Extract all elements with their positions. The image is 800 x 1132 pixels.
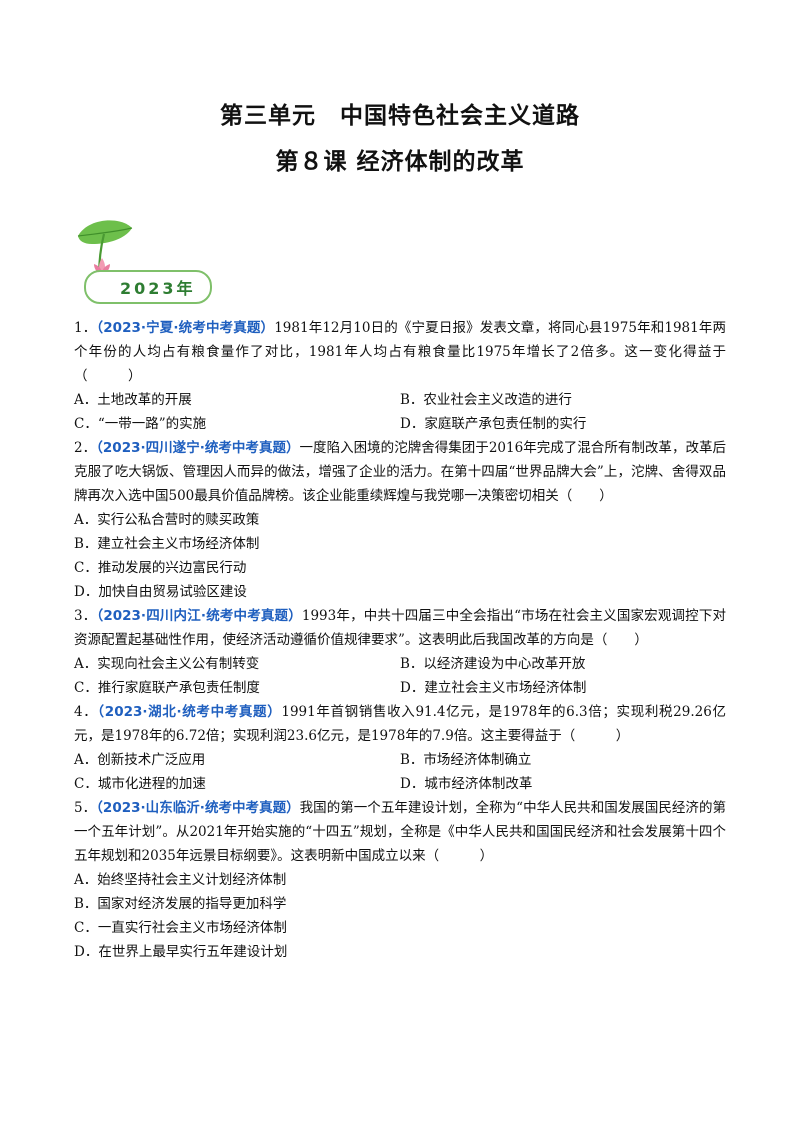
question-text: 1991年首钢销售收入91.4亿元，是1978年的6.3倍；实现利税29.26亿…	[74, 704, 726, 744]
option-b[interactable]: B．建立社会主义市场经济体制	[74, 536, 260, 552]
question-4: 4．（2023·湖北·统考中考真题）1991年首钢销售收入91.4亿元，是197…	[74, 700, 726, 796]
question-stem: 3．（2023·四川内江·统考中考真题）1993年，中共十四届三中全会指出“市场…	[74, 604, 726, 652]
question-2: 2．（2023·四川遂宁·统考中考真题）一度陷入困境的沱牌舍得集团于2016年完…	[74, 436, 726, 604]
question-source-tag: （2023·宁夏·统考中考真题）	[96, 320, 275, 336]
lesson-title: 第８课 经济体制的改革	[275, 149, 525, 175]
option-b[interactable]: B．农业社会主义改造的进行	[400, 392, 572, 408]
question-source-tag: （2023·山东临沂·统考中考真题）	[96, 800, 300, 816]
option-c[interactable]: C．推动发展的兴边富民行动	[74, 560, 247, 576]
question-stem: 2．（2023·四川遂宁·统考中考真题）一度陷入困境的沱牌舍得集团于2016年完…	[74, 436, 726, 508]
option-c[interactable]: C．一直实行社会主义市场经济体制	[74, 920, 287, 936]
option-b[interactable]: B．国家对经济发展的指导更加科学	[74, 896, 287, 912]
option-a[interactable]: A．创新技术广泛应用	[74, 752, 206, 768]
question-text: 1993年，中共十四届三中全会指出“市场在社会主义国家宏观调控下对资源配置起基础…	[74, 608, 726, 648]
unit-title: 第三单元 中国特色社会主义道路	[220, 103, 580, 129]
year-badge: 2023年	[70, 214, 220, 306]
question-1: 1．（2023·宁夏·统考中考真题）1981年12月10日的《宁夏日报》发表文章…	[74, 316, 726, 436]
question-number: 2．	[74, 440, 97, 456]
question-stem: 5．（2023·山东临沂·统考中考真题）我国的第一个五年建设计划，全称为“中华人…	[74, 796, 726, 868]
question-source-tag: （2023·四川遂宁·统考中考真题）	[96, 440, 300, 456]
question-number: 5．	[74, 800, 97, 816]
question-text: 一度陷入困境的沱牌舍得集团于2016年完成了混合所有制改革，改革后克服了吃大锅饭…	[74, 440, 727, 504]
option-d[interactable]: D．建立社会主义市场经济体制	[400, 680, 587, 696]
option-a[interactable]: A．始终坚持社会主义计划经济体制	[74, 872, 287, 888]
option-c[interactable]: C．“一带一路”的实施	[74, 416, 207, 432]
question-source-tag: （2023·湖北·统考中考真题）	[97, 704, 282, 720]
question-source-tag: （2023·四川内江·统考中考真题）	[96, 608, 302, 624]
option-c[interactable]: C．推行家庭联产承包责任制度	[74, 680, 260, 696]
question-stem: 1．（2023·宁夏·统考中考真题）1981年12月10日的《宁夏日报》发表文章…	[74, 316, 726, 388]
option-d[interactable]: D．家庭联产承包责任制的实行	[400, 416, 587, 432]
question-number: 3．	[74, 608, 97, 624]
question-stem: 4．（2023·湖北·统考中考真题）1991年首钢销售收入91.4亿元，是197…	[74, 700, 726, 748]
question-options: A．始终坚持社会主义计划经济体制 B．国家对经济发展的指导更加科学 C．一直实行…	[74, 868, 726, 964]
question-text: 我国的第一个五年建设计划，全称为“中华人民共和国发展国民经济的第一个五年计划”。…	[74, 800, 726, 864]
option-a[interactable]: A．实现向社会主义公有制转变	[74, 656, 260, 672]
question-number: 4．	[74, 704, 98, 720]
year-badge-pill: 2023年	[84, 270, 212, 304]
question-number: 1．	[74, 320, 97, 336]
option-d[interactable]: D．在世界上最早实行五年建设计划	[74, 944, 288, 960]
option-a[interactable]: A．土地改革的开展	[74, 392, 192, 408]
question-3: 3．（2023·四川内江·统考中考真题）1993年，中共十四届三中全会指出“市场…	[74, 604, 726, 700]
question-text: 1981年12月10日的《宁夏日报》发表文章，将同心县1975年和1981年两个…	[74, 320, 726, 384]
option-d[interactable]: D．城市经济体制改革	[400, 776, 533, 792]
option-b[interactable]: B．市场经济体制确立	[400, 752, 532, 768]
year-badge-label: 2023年	[120, 279, 196, 298]
option-b[interactable]: B．以经济建设为中心改革开放	[400, 656, 586, 672]
question-options: A．实行公私合营时的赎买政策 B．建立社会主义市场经济体制 C．推动发展的兴边富…	[74, 508, 726, 604]
question-5: 5．（2023·山东临沂·统考中考真题）我国的第一个五年建设计划，全称为“中华人…	[74, 796, 726, 964]
option-d[interactable]: D．加快自由贸易试验区建设	[74, 584, 247, 600]
question-options: A．创新技术广泛应用 B．市场经济体制确立 C．城市化进程的加速 D．城市经济体…	[74, 748, 726, 796]
question-options: A．土地改革的开展 B．农业社会主义改造的进行 C．“一带一路”的实施 D．家庭…	[74, 388, 726, 436]
option-a[interactable]: A．实行公私合营时的赎买政策	[74, 512, 260, 528]
question-list: 1．（2023·宁夏·统考中考真题）1981年12月10日的《宁夏日报》发表文章…	[74, 316, 726, 964]
question-options: A．实现向社会主义公有制转变 B．以经济建设为中心改革开放 C．推行家庭联产承包…	[74, 652, 726, 700]
option-c[interactable]: C．城市化进程的加速	[74, 776, 206, 792]
